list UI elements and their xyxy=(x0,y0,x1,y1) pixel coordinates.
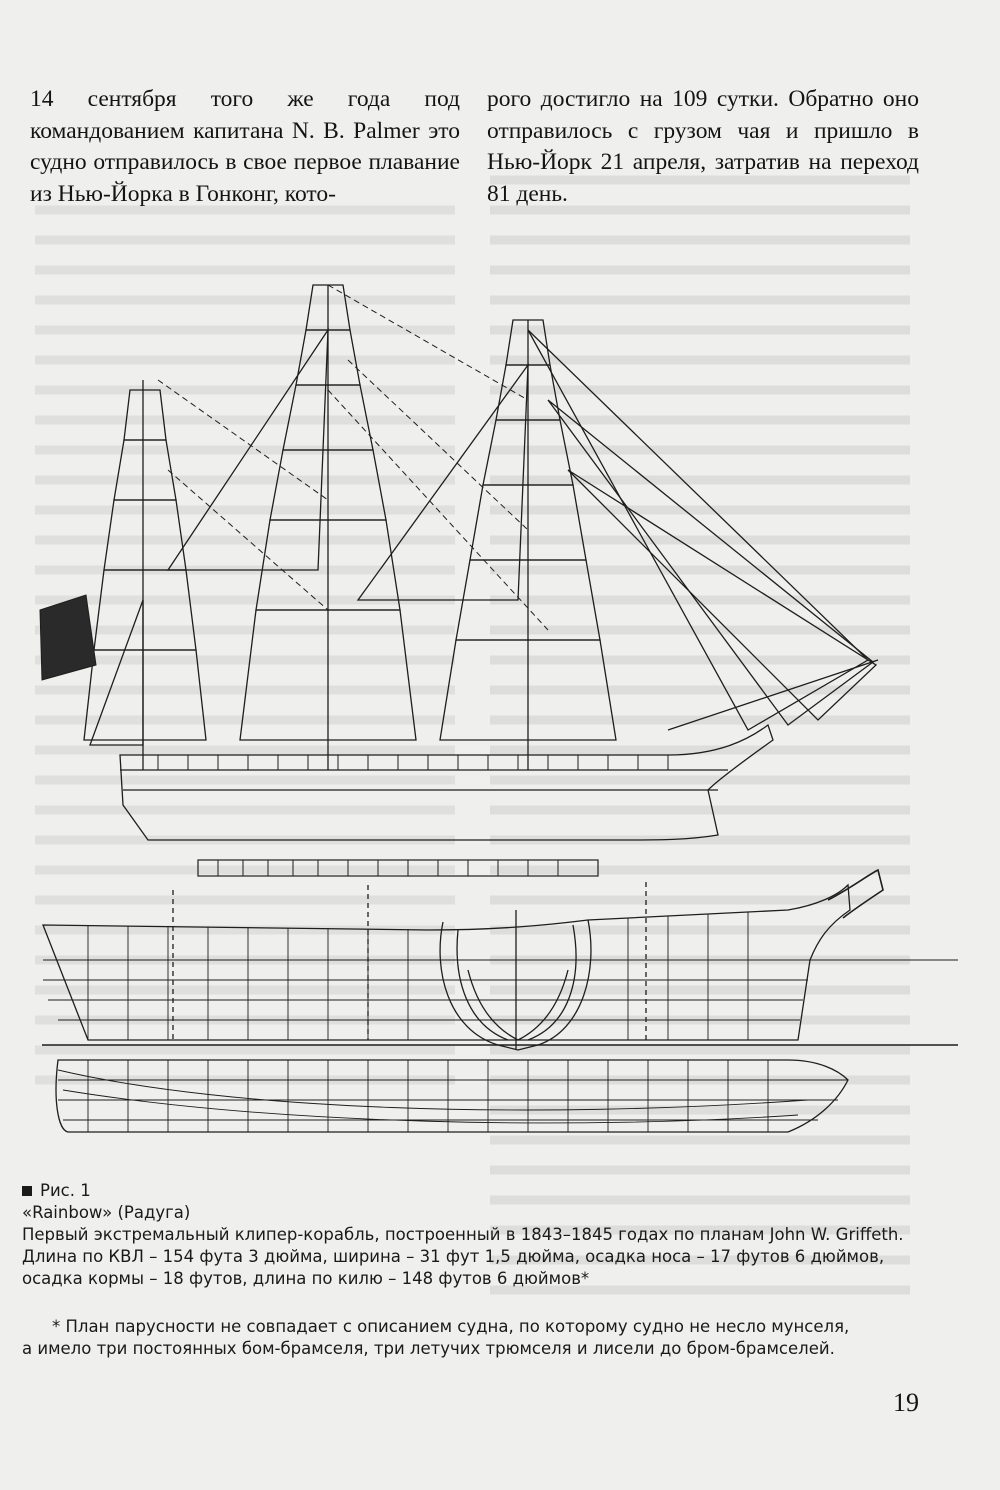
figure-caption: Рис. 1 «Rainbow» (Радуга) Первый экстрем… xyxy=(22,1180,922,1290)
bleed-through-texture xyxy=(470,170,930,1360)
footnote-line-2: а имело три постоянных бом-брамселя, три… xyxy=(22,1339,835,1358)
flag-icon xyxy=(39,594,97,681)
figure-label: Рис. 1 xyxy=(40,1181,91,1200)
figure-label-line: Рис. 1 xyxy=(22,1180,922,1202)
figure-description-line-2: Длина по КВЛ – 154 фута 3 дюйма, ширина … xyxy=(22,1247,885,1266)
figure-description-line-1: Первый экстремальный клипер-корабль, пос… xyxy=(22,1225,904,1244)
figure-description-line-3: осадка кормы – 18 футов, длина по килю –… xyxy=(22,1269,590,1288)
figure-footnote: * План парусности не совпадает с описани… xyxy=(22,1316,932,1360)
ship-name: «Rainbow» (Радуга) xyxy=(22,1203,191,1222)
bleed-lines xyxy=(490,175,910,1295)
footnote-line-1: * План парусности не совпадает с описани… xyxy=(52,1317,850,1336)
square-bullet-icon xyxy=(22,1186,32,1196)
page-number: 19 xyxy=(893,1388,919,1417)
body-text-right-column: рого достигло на 109 сутки. Обратно оно … xyxy=(487,86,919,207)
body-text-left-column: 14 сентября того же года под командовани… xyxy=(30,86,460,207)
ship-plan-drawing xyxy=(39,284,958,1133)
